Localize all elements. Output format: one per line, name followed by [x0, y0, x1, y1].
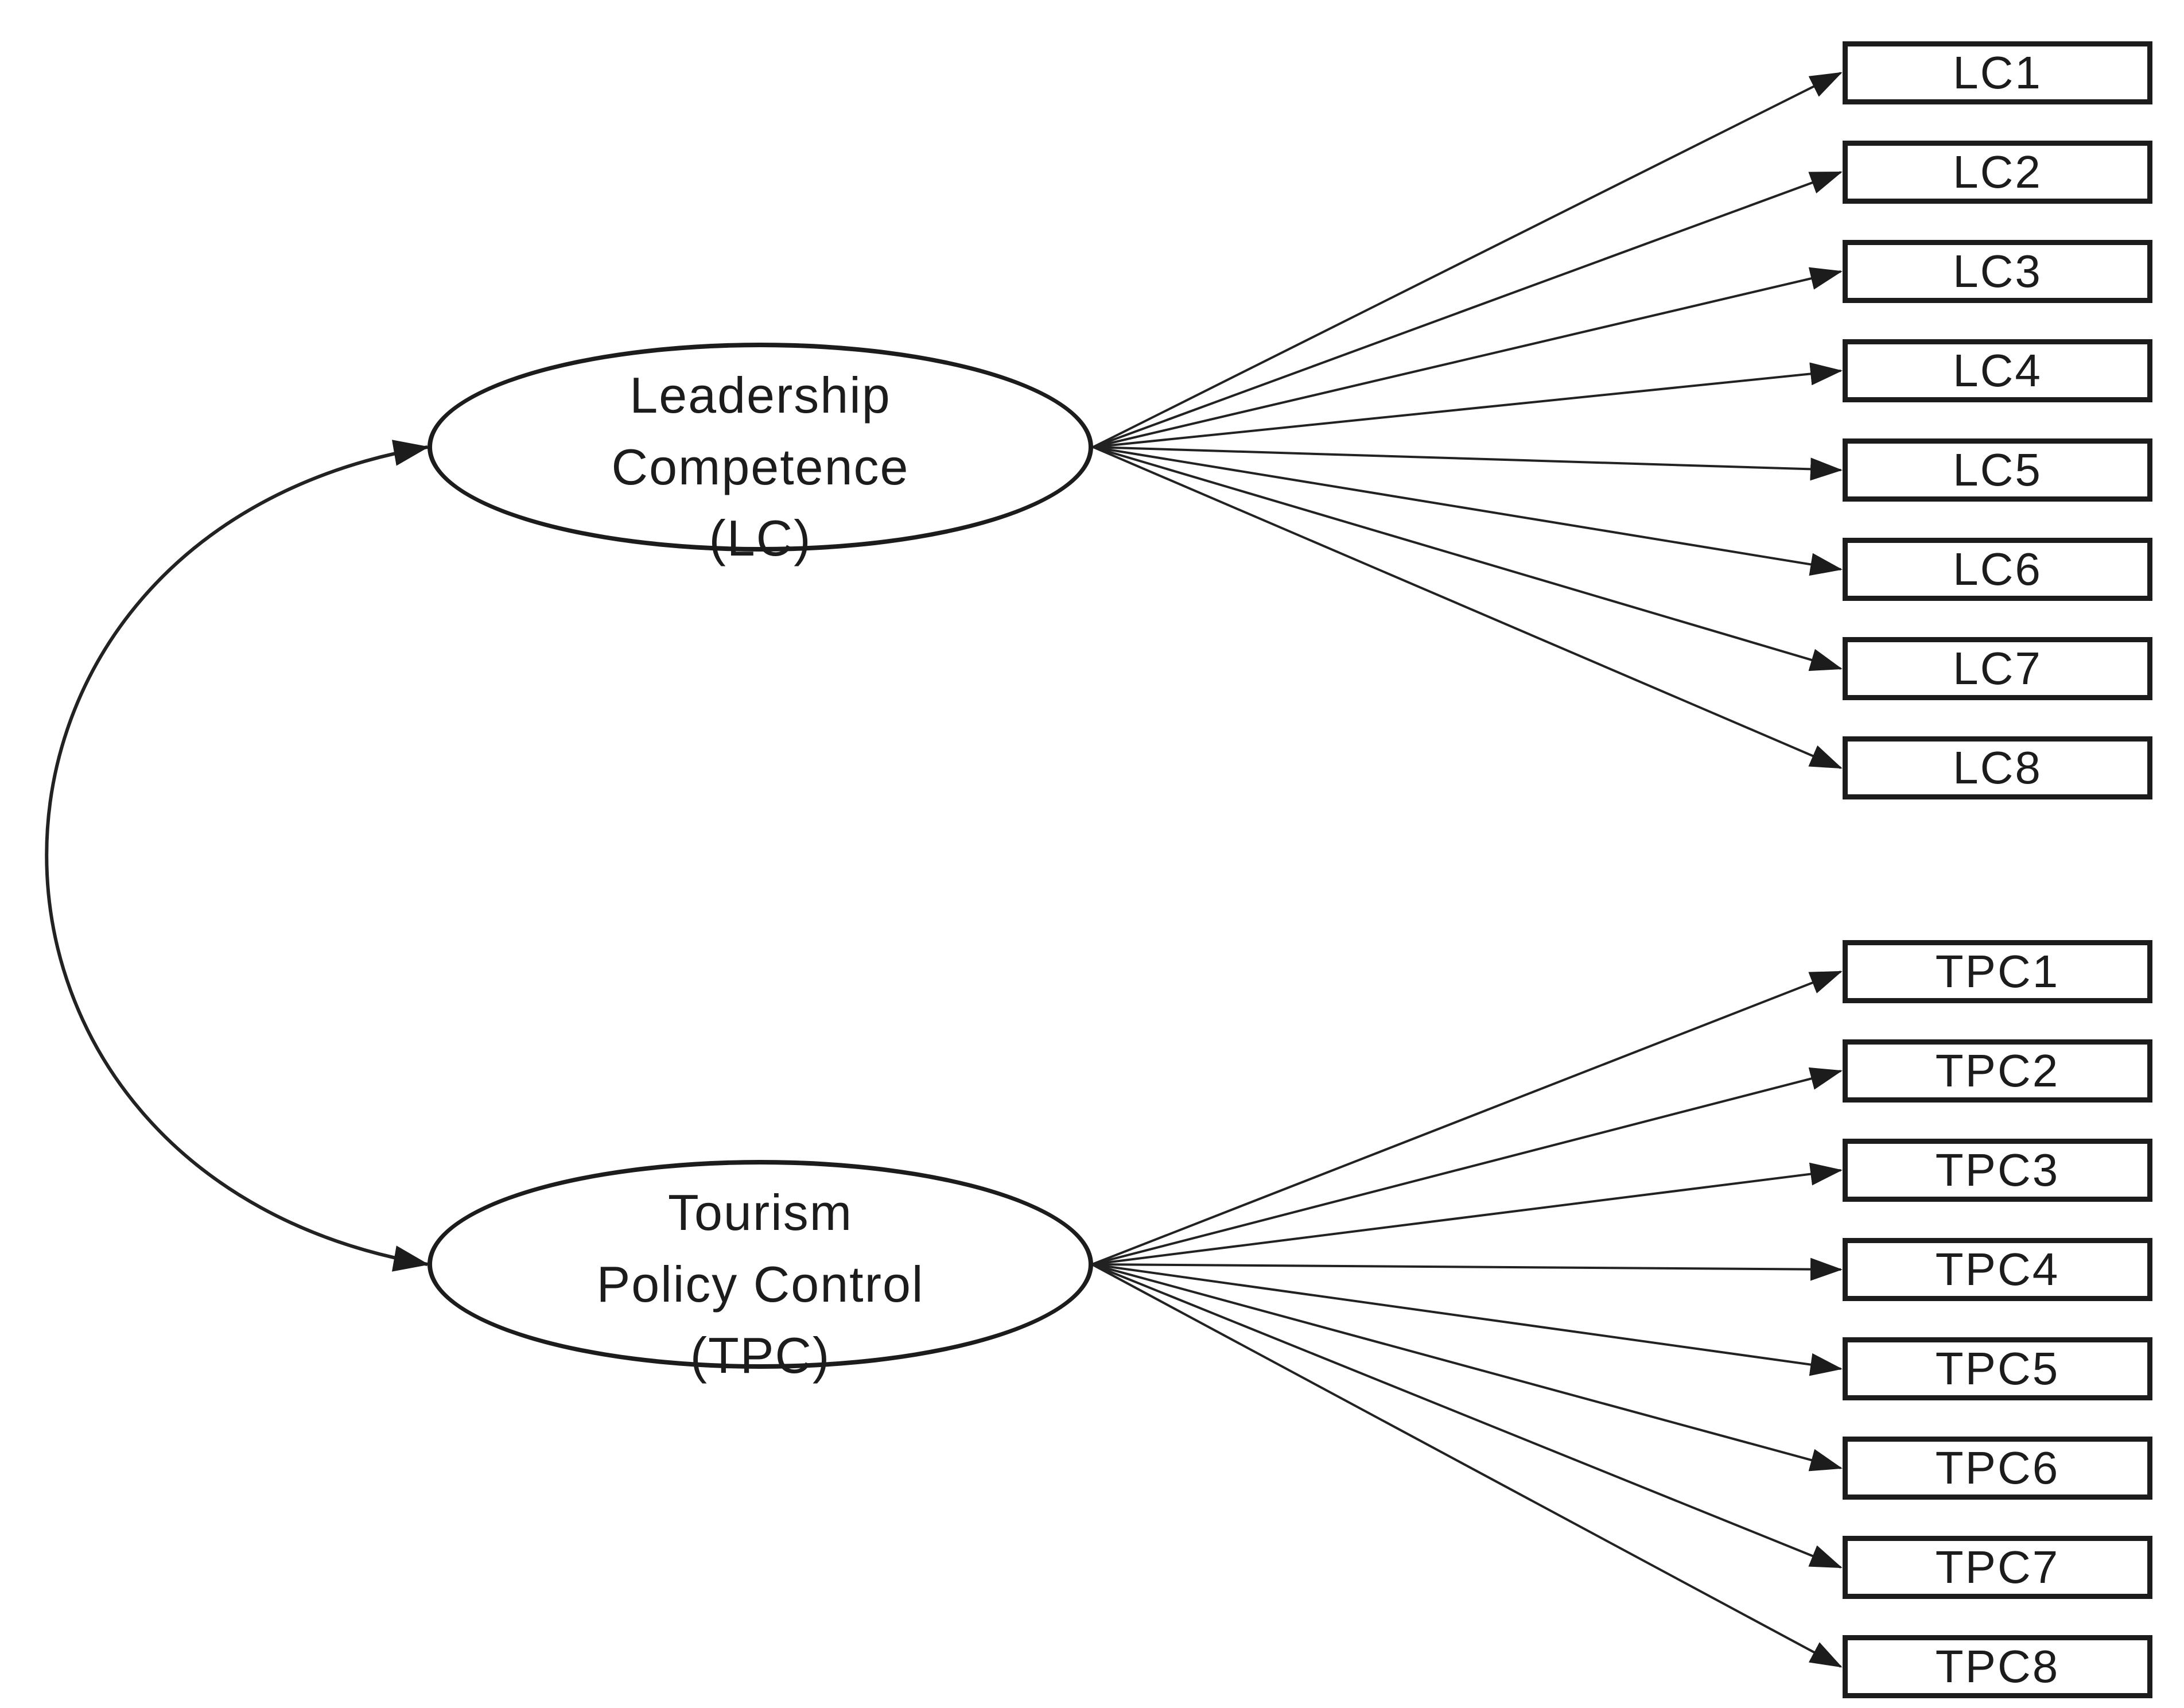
indicator-label-lc3: LC3: [1953, 246, 2042, 297]
covariance-arrow-lc-tpc: [45, 440, 429, 1272]
indicator-label-tpc2: TPC2: [1935, 1045, 2060, 1096]
loading-arrow-lc8: [1093, 446, 1843, 769]
loading-arrow-tpc3: [1091, 1162, 1843, 1266]
loading-arrow-lc6: [1093, 446, 1843, 576]
loading-arrow-lc7: [1093, 446, 1843, 671]
indicator-label-lc1: LC1: [1953, 47, 2042, 98]
indicator-label-tpc8: TPC8: [1935, 1641, 2060, 1692]
loading-arrow-tpc5: [1091, 1263, 1843, 1376]
latent-label-lc: Leadership Competence (LC): [611, 366, 910, 567]
loading-arrow-lc2: [1093, 171, 1843, 448]
indicator-box-lc6: LC6: [1843, 538, 2152, 601]
loading-arrow-tpc2: [1091, 1067, 1843, 1266]
indicator-label-lc5: LC5: [1953, 444, 2042, 495]
indicator-label-tpc7: TPC7: [1935, 1542, 2060, 1593]
latent-node-lc: Leadership Competence (LC): [428, 343, 1093, 566]
indicator-box-lc1: LC1: [1843, 41, 2152, 104]
indicator-label-lc4: LC4: [1953, 345, 2042, 396]
indicator-box-tpc8: TPC8: [1843, 1635, 2152, 1698]
indicator-label-lc7: LC7: [1953, 643, 2042, 694]
latent-label-tpc: Tourism Policy Control (TPC): [596, 1183, 924, 1384]
indicator-label-lc2: LC2: [1953, 146, 2042, 197]
indicator-label-tpc3: TPC3: [1935, 1144, 2060, 1195]
indicator-box-lc4: LC4: [1843, 339, 2152, 402]
loading-arrow-lc3: [1093, 267, 1843, 448]
indicator-box-tpc3: TPC3: [1843, 1139, 2152, 1202]
lc-loading-arrows: [1093, 72, 1843, 769]
indicator-box-lc3: LC3: [1843, 240, 2152, 303]
indicator-box-lc7: LC7: [1843, 637, 2152, 700]
loading-arrow-tpc6: [1091, 1263, 1843, 1472]
indicator-label-lc8: LC8: [1953, 742, 2042, 793]
indicator-box-tpc1: TPC1: [1843, 940, 2152, 1003]
indicator-label-tpc5: TPC5: [1935, 1343, 2060, 1394]
tpc-loading-arrows: [1091, 971, 1843, 1668]
indicator-box-tpc5: TPC5: [1843, 1337, 2152, 1400]
latent-node-tpc: Tourism Policy Control (TPC): [428, 1160, 1093, 1384]
indicator-label-lc6: LC6: [1953, 544, 2042, 595]
indicator-label-tpc1: TPC1: [1935, 946, 2060, 997]
indicator-box-tpc7: TPC7: [1843, 1536, 2152, 1599]
indicator-box-lc8: LC8: [1843, 736, 2152, 799]
indicator-box-lc2: LC2: [1843, 141, 2152, 204]
indicator-label-tpc6: TPC6: [1935, 1442, 2060, 1493]
loading-arrow-tpc4: [1091, 1257, 1843, 1281]
indicator-box-tpc6: TPC6: [1843, 1437, 2152, 1500]
indicator-label-tpc4: TPC4: [1935, 1244, 2060, 1295]
indicator-box-tpc4: TPC4: [1843, 1238, 2152, 1301]
loading-arrow-tpc1: [1091, 971, 1843, 1266]
loading-arrow-lc1: [1093, 72, 1843, 448]
loading-arrow-lc4: [1093, 362, 1843, 448]
indicator-box-lc5: LC5: [1843, 438, 2152, 502]
loading-arrow-tpc8: [1091, 1263, 1843, 1668]
indicator-box-tpc2: TPC2: [1843, 1039, 2152, 1103]
loading-arrow-lc5: [1093, 446, 1843, 481]
loading-arrow-tpc7: [1091, 1263, 1843, 1569]
